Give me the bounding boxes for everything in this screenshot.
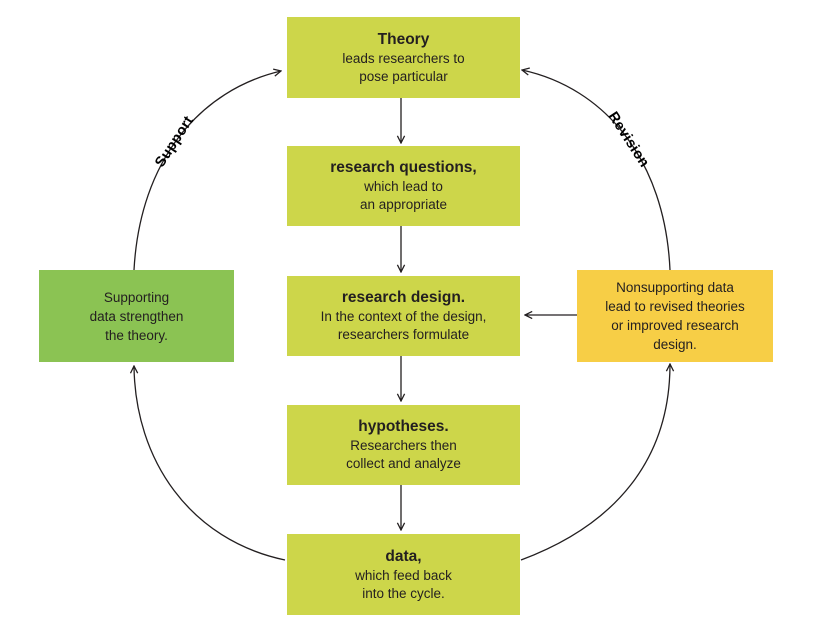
arc-data-to-support: [134, 366, 286, 561]
support-line-1: Supporting: [103, 289, 170, 305]
stage-theory: Theory leads researchers to pose particu…: [287, 17, 520, 98]
stage-hypotheses-title: hypotheses.: [358, 418, 449, 435]
stage-data-line-2: into the cycle.: [362, 585, 445, 601]
stage-data: data, which feed back into the cycle.: [287, 534, 520, 615]
revision-line-3: or improved research: [611, 318, 739, 333]
support-line-3: the theory.: [105, 327, 168, 343]
revision-line-2: lead to revised theories: [605, 299, 745, 314]
arc-revision-to-theory: [522, 70, 671, 271]
stage-questions-line-1: which lead to: [364, 179, 443, 194]
stage-theory-title: Theory: [377, 30, 430, 48]
revision-arc-label: Revision: [605, 109, 653, 170]
stage-theory-line-2: pose particular: [359, 68, 448, 84]
support-box: Supporting data strengthen the theory.: [39, 270, 234, 362]
stage-research-questions: research questions, which lead to an app…: [287, 146, 520, 226]
stage-data-title: data,: [385, 547, 422, 565]
arc-support-to-theory: [133, 71, 281, 271]
arc-data-to-revision: [520, 364, 670, 561]
support-line-2: data strengthen: [89, 308, 184, 324]
support-arc-label: Support: [152, 113, 197, 170]
stage-theory-line-1: leads researchers to: [342, 50, 465, 66]
stage-design-title: research design.: [341, 289, 466, 306]
stage-hypotheses-line-1: Researchers then: [350, 438, 457, 453]
stage-data-line-1: which feed back: [355, 567, 452, 583]
revision-line-1: Nonsupporting data: [616, 280, 734, 295]
stage-design-line-1: In the context of the design,: [320, 309, 487, 324]
stage-hypotheses-line-2: collect and analyze: [346, 456, 461, 471]
stage-research-design: research design. In the context of the d…: [287, 276, 520, 356]
stage-questions-title: research questions,: [330, 159, 477, 176]
revision-box: Nonsupporting data lead to revised theor…: [577, 270, 773, 362]
stage-questions-line-2: an appropriate: [359, 197, 448, 212]
stage-design-line-2: researchers formulate: [337, 327, 470, 342]
revision-line-4: design.: [653, 337, 697, 352]
stage-hypotheses: hypotheses. Researchers then collect and…: [287, 405, 520, 485]
